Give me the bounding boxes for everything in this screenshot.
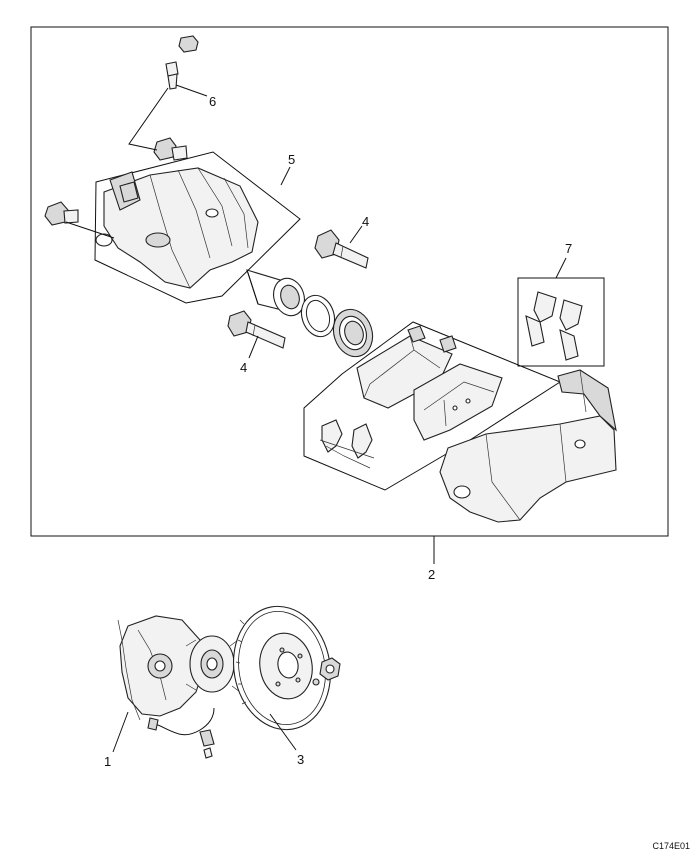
leader-line-7	[555, 257, 567, 279]
hub-nut	[312, 657, 341, 686]
callout-4-upper: 4	[362, 214, 369, 229]
leader-line-bolt-left	[65, 221, 115, 239]
leader-line-4-upper	[349, 225, 363, 244]
caliper-piston	[246, 269, 305, 317]
guide-pin-upper	[314, 229, 369, 269]
callout-3: 3	[297, 752, 304, 767]
brake-rotor	[232, 605, 332, 731]
callout-5: 5	[288, 152, 295, 167]
callout-6: 6	[209, 94, 216, 109]
guide-pin-lower	[227, 310, 286, 349]
splash-shield	[117, 615, 205, 721]
caliper-bolt-upper	[153, 137, 188, 161]
caliper-assembly-outline	[94, 151, 301, 304]
brake-pad-outer	[413, 363, 503, 441]
pad-clip-lower-left	[319, 419, 375, 469]
caliper-kit-frame	[30, 26, 669, 537]
leader-line-6	[175, 84, 208, 97]
piston-seal	[300, 294, 336, 338]
callout-4-lower: 4	[240, 360, 247, 375]
leader-line-3	[269, 713, 297, 751]
pad-clip-upper	[525, 291, 583, 361]
reference-code: C174E01	[652, 841, 690, 851]
wheel-hub	[185, 635, 241, 693]
caliper-body	[95, 167, 259, 289]
callout-2: 2	[428, 567, 435, 582]
caliper-bracket	[439, 369, 617, 523]
pad-clips-frame	[517, 277, 605, 367]
leader-line-1	[112, 711, 129, 753]
leader-line-5	[280, 166, 291, 186]
dust-boot	[332, 308, 374, 358]
brake-pad-inner	[356, 325, 457, 409]
wheel-speed-sensor	[147, 707, 215, 759]
leader-line-6-bolt	[128, 87, 169, 151]
brake-pads-outline	[303, 321, 562, 491]
bleeder-screw	[165, 35, 199, 90]
callout-1: 1	[104, 754, 111, 769]
caliper-bolt-left	[44, 201, 79, 226]
leader-line-4-lower	[248, 335, 259, 359]
callout-7: 7	[565, 241, 572, 256]
